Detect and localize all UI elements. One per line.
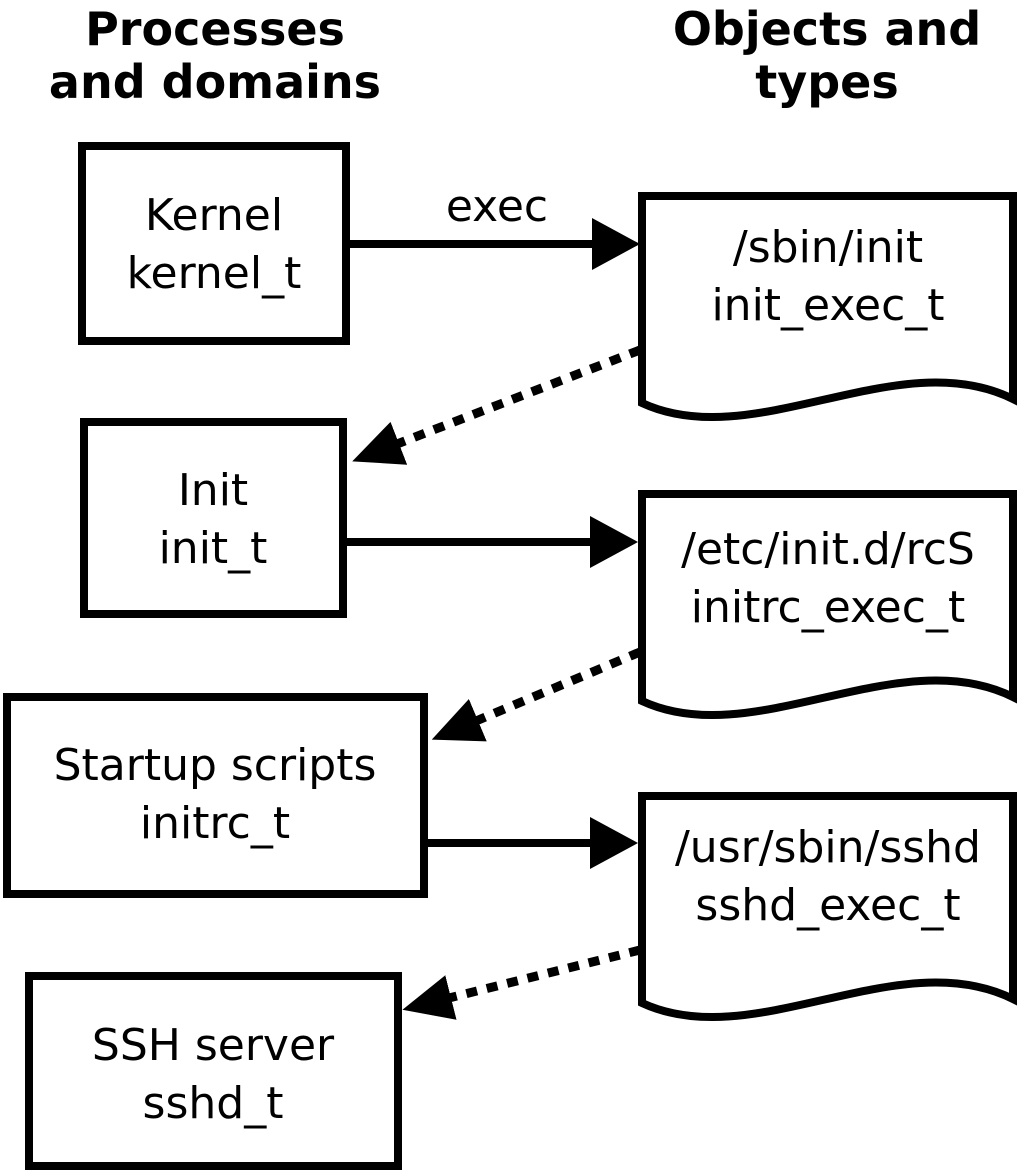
exec-arrow-label: exec — [446, 181, 548, 232]
transition-arrow-initrcexec-to-initrc — [431, 647, 642, 742]
ssh-server-name-text: SSH server — [92, 1020, 335, 1071]
process-box-kernel: Kernel kernel_t — [78, 142, 350, 345]
transition-arrow-sshdexec-to-sshd — [402, 945, 642, 1020]
startup-scripts-box-rect — [3, 693, 428, 898]
init-domain-text: init_t — [159, 523, 268, 574]
sbin-init-type-text: init_exec_t — [711, 280, 944, 331]
column-heading-processes: Processes and domains — [49, 2, 381, 109]
etc-initd-rcs-type-text: initrc_exec_t — [691, 582, 965, 633]
startup-scripts-domain-text: initrc_t — [140, 798, 290, 849]
heading-objects-line1: Objects and — [673, 2, 981, 56]
etc-initd-rcs-path-text: /etc/init.d/rcS — [681, 524, 975, 575]
heading-objects-line2: types — [755, 55, 898, 109]
init-name-text: Init — [178, 465, 248, 516]
kernel-name-text: Kernel — [145, 190, 283, 241]
etc-initd-rcs-doc-shape — [638, 490, 1017, 720]
sbin-init-doc-shape — [638, 192, 1017, 422]
kernel-domain-text: kernel_t — [127, 248, 302, 299]
ssh-server-domain-text: sshd_t — [143, 1078, 284, 1129]
heading-processes-line1: Processes — [85, 2, 345, 56]
startup-scripts-name-text: Startup scripts — [54, 740, 377, 791]
object-doc-usr-sbin-sshd: /usr/sbin/sshd sshd_exec_t — [638, 792, 1017, 1022]
process-box-init: Init init_t — [80, 418, 347, 618]
init-box-rect — [80, 418, 347, 618]
ssh-server-box-rect — [25, 972, 402, 1170]
column-heading-objects: Objects and types — [673, 2, 981, 109]
kernel-box-rect — [78, 142, 350, 345]
usr-sbin-sshd-type-text: sshd_exec_t — [695, 880, 960, 931]
process-box-ssh-server: SSH server sshd_t — [25, 972, 402, 1170]
object-doc-etc-initd-rcs: /etc/init.d/rcS initrc_exec_t — [638, 490, 1017, 720]
usr-sbin-sshd-doc-shape — [638, 792, 1017, 1022]
process-box-startup-scripts: Startup scripts initrc_t — [3, 693, 428, 898]
transition-arrow-initexec-to-init — [352, 345, 642, 465]
heading-processes-line2: and domains — [49, 55, 381, 109]
object-doc-sbin-init: /sbin/init init_exec_t — [638, 192, 1017, 422]
usr-sbin-sshd-path-text: /usr/sbin/sshd — [675, 822, 981, 873]
sbin-init-path-text: /sbin/init — [733, 222, 923, 273]
